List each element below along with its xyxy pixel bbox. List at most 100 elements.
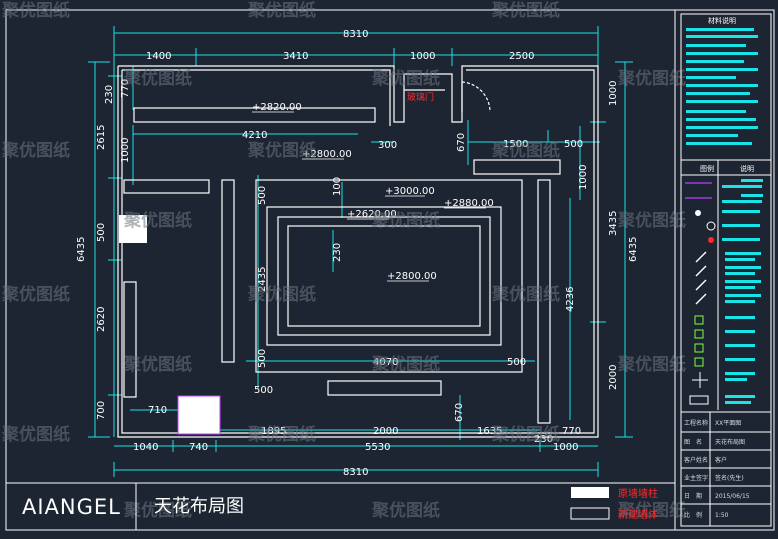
ceiling-soffit-left <box>123 179 210 194</box>
dim-bottom-total: 8310 <box>343 467 368 478</box>
ceiling-ring-3 <box>287 225 481 327</box>
legend-col-right: 说明 <box>740 164 754 173</box>
elevation-6: +2800.00 <box>387 271 437 282</box>
dim-670b: 670 <box>454 403 465 422</box>
watermark: 聚优图纸 <box>123 210 192 231</box>
dim-bottom-seg-4: 1000 <box>553 442 578 453</box>
watermark: 聚优图纸 <box>1 284 70 305</box>
dim-left-seg-2: 2615 <box>96 125 107 150</box>
dim-right-inner-3: 4236 <box>565 287 576 312</box>
dim-4070: 4070 <box>373 357 398 368</box>
dim-1895: 1895 <box>261 426 286 437</box>
elevation-4: +2620.00 <box>347 209 397 220</box>
elevation-1: +2820.00 <box>252 102 302 113</box>
ceiling-soffit-right <box>473 159 561 175</box>
watermark: 聚优图纸 <box>371 354 440 375</box>
dim-top-seg-2: 3410 <box>283 51 308 62</box>
watermark: 聚优图纸 <box>247 140 316 161</box>
elevation-3: +3000.00 <box>385 186 435 197</box>
watermark: 聚优图纸 <box>491 284 560 305</box>
ceiling-soffit-top <box>133 107 376 123</box>
dim-710: 710 <box>148 405 167 416</box>
dim-500c: 500 <box>507 357 526 368</box>
dim-2000: 2000 <box>373 426 398 437</box>
dim-right-inner-1: 670 <box>456 133 467 152</box>
dim-top-seg-1: 1400 <box>146 51 171 62</box>
dim-right-total: 6435 <box>628 237 639 262</box>
info-label-sign: 业主签字 <box>684 474 708 482</box>
dim-1500: 1500 <box>503 139 528 150</box>
info-value-client: 客户 <box>715 456 727 464</box>
legend-symbols <box>685 182 716 405</box>
watermark: 聚优图纸 <box>371 500 440 521</box>
dim-300: 300 <box>378 140 397 151</box>
watermark: 聚优图纸 <box>123 500 192 521</box>
dim-top-seg-3: 1000 <box>410 51 435 62</box>
dim-right-seg-1: 1000 <box>608 81 619 106</box>
info-label-scale: 比 例 <box>684 511 702 519</box>
info-value-sign: 签名(先生) <box>715 474 744 482</box>
brand-logo-text: AIANGEL <box>22 495 121 519</box>
dim-230: 230 <box>332 243 343 262</box>
dim-left-inner-2: 1000 <box>120 138 131 163</box>
dim-left-seg-3: 500 <box>96 223 107 242</box>
watermark: 聚优图纸 <box>371 210 440 231</box>
elevation-marks: +2820.00 +2800.00 +3000.00 +2620.00 +288… <box>252 102 494 282</box>
info-value-project: XX平面图 <box>715 420 741 427</box>
info-value-date: 2015/06/15 <box>715 493 750 500</box>
column-left <box>221 179 235 363</box>
drawing-title: 天花布局图 <box>154 496 244 517</box>
info-label-title: 图 名 <box>684 438 702 446</box>
dim-1635: 1635 <box>477 426 502 437</box>
dim-top-total: 8310 <box>343 29 368 40</box>
dim-500d: 500 <box>257 349 268 368</box>
dim-top-seg-4: 2500 <box>509 51 534 62</box>
watermark: 聚优图纸 <box>617 500 686 521</box>
watermark: 聚优图纸 <box>617 68 686 89</box>
ceiling-soffit-bottom <box>327 380 442 396</box>
watermark: 聚优图纸 <box>371 68 440 89</box>
elevation-5: +2880.00 <box>444 198 494 209</box>
dim-right-inner-2: 1000 <box>578 165 589 190</box>
ceiling-ring-1 <box>266 206 502 346</box>
dim-left-seg-1: 230 <box>104 85 115 104</box>
watermark: 聚优图纸 <box>123 68 192 89</box>
legend-new-label: 新建墙体 <box>618 508 658 521</box>
dim-100: 100 <box>332 177 343 196</box>
dim-4210: 4210 <box>242 130 267 141</box>
dim-500e: 500 <box>254 385 273 396</box>
ceiling-ring-outer <box>255 179 523 373</box>
legend-col-left: 图例 <box>700 164 714 173</box>
watermark: 聚优图纸 <box>1 140 70 161</box>
dim-left-total: 6435 <box>76 237 87 262</box>
dim-500b: 500 <box>257 186 268 205</box>
watermark: 聚优图纸 <box>491 424 560 445</box>
info-value-scale: 1:50 <box>715 512 729 519</box>
sheet-frame <box>5 9 775 531</box>
column-right <box>537 179 551 424</box>
watermark: 聚优图纸 <box>1 424 70 445</box>
column-solid-left <box>119 215 147 243</box>
dim-right-seg-3: 2000 <box>608 365 619 390</box>
dimension-lines <box>88 26 633 477</box>
info-label-date: 日 期 <box>684 492 702 500</box>
watermark: 聚优图纸 <box>247 284 316 305</box>
legend-swatch-new <box>570 507 610 520</box>
door-label: 玻璃门 <box>407 91 434 103</box>
ceiling-ring-2 <box>277 216 491 336</box>
info-label-client: 客户姓名 <box>684 456 708 464</box>
watermark: 聚优图纸 <box>1 0 70 21</box>
dim-230b: 230 <box>534 434 553 445</box>
column-solid-bottom <box>178 396 220 434</box>
dim-left-seg-4: 2620 <box>96 307 107 332</box>
watermark: 聚优图纸 <box>491 0 560 21</box>
info-value-title: 天花布局图 <box>715 438 745 446</box>
dim-bottom-seg-1: 1040 <box>133 442 158 453</box>
dim-2435: 2435 <box>257 267 268 292</box>
watermark: 聚优图纸 <box>123 354 192 375</box>
dim-bottom-seg-2: 740 <box>189 442 208 453</box>
watermark: 聚优图纸 <box>247 0 316 21</box>
watermark: 聚优图纸 <box>247 424 316 445</box>
